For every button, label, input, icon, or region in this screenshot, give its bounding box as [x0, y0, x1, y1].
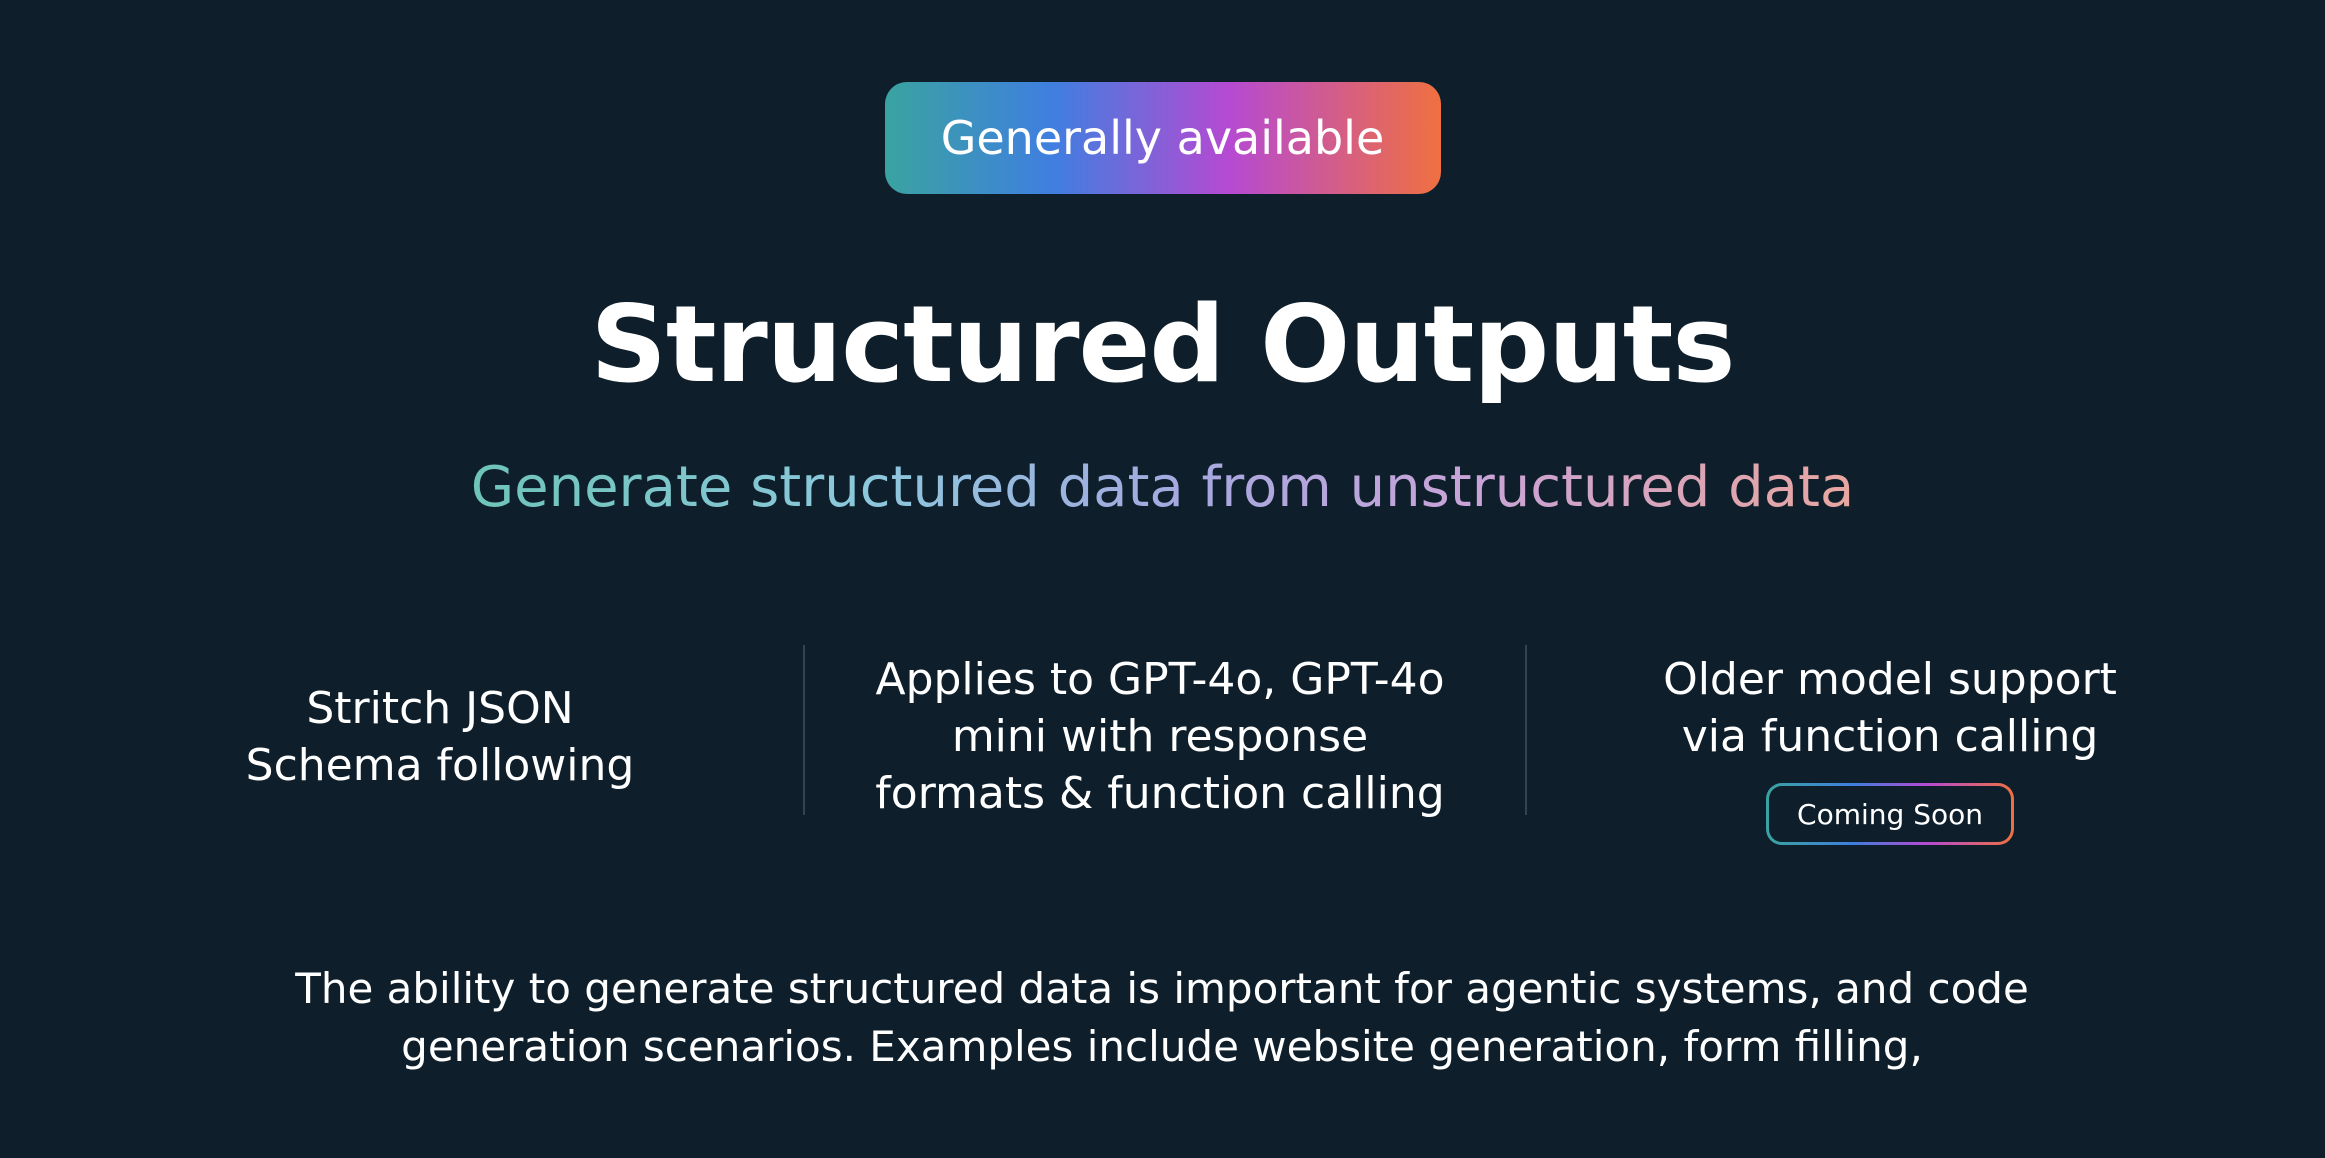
coming-soon-label: Coming Soon: [1769, 786, 2011, 842]
feature-text: Applies to GPT-4o, GPT-4o mini with resp…: [875, 654, 1445, 819]
page-subtitle: Generate structured data from unstructur…: [471, 450, 1854, 526]
body-paragraph: The ability to generate structured data …: [295, 964, 2029, 1071]
badge-container: Generally available: [0, 82, 2325, 194]
page-title: Structured Outputs: [590, 283, 1735, 406]
feature-text: Older model support via function calling: [1663, 654, 2117, 762]
feature-json-schema: Stritch JSON Schema following: [200, 645, 680, 865]
feature-row: Stritch JSON Schema following Applies to…: [0, 645, 2325, 865]
feature-divider: [1525, 645, 1527, 815]
coming-soon-badge: Coming Soon: [1766, 783, 2014, 845]
generally-available-badge: Generally available: [884, 82, 1441, 194]
feature-divider: [803, 645, 805, 815]
subtitle-container: Generate structured data from unstructur…: [0, 450, 2325, 526]
feature-older-models: Older model support via function calling…: [1600, 645, 2180, 865]
feature-text: Stritch JSON Schema following: [245, 683, 635, 791]
feature-model-support: Applies to GPT-4o, GPT-4o mini with resp…: [840, 645, 1480, 865]
